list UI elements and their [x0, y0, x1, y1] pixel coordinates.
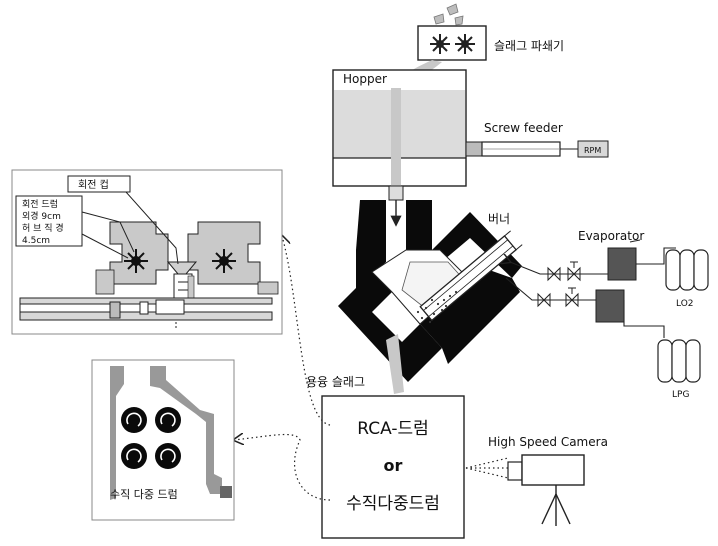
lpg-label: LPG	[672, 390, 689, 400]
slag-fragments	[433, 3, 464, 26]
crusher-wheel-icon	[430, 34, 450, 54]
drum-info-callout	[15, 195, 83, 247]
molten-slag-stream	[386, 334, 404, 394]
rotation-arrow-icon	[126, 412, 176, 463]
drive-shaft	[19, 297, 273, 330]
hopper-label: Hopper	[343, 72, 387, 86]
burner-label: 버너	[488, 212, 510, 226]
rpm-label: RPM	[584, 146, 601, 155]
flame-spray	[416, 290, 458, 324]
hopper: Hopper	[332, 69, 467, 187]
dotted-connectors	[234, 236, 509, 501]
rpm-box	[577, 140, 609, 158]
slag-crusher: 슬래그 파쇄기	[417, 3, 564, 61]
rotating-cup-label: 회전 컵	[78, 178, 109, 191]
crusher-wheel-icon	[455, 34, 475, 54]
high-speed-camera: High Speed Camera	[488, 435, 608, 526]
drum-info-line: 허 브 직 경	[22, 222, 64, 234]
tripod-icon	[541, 493, 571, 526]
slag-crusher-label: 슬래그 파쇄기	[494, 39, 564, 53]
or-label: or	[384, 456, 403, 475]
burner: 버너	[416, 212, 523, 324]
valve-icon	[537, 261, 581, 308]
rotating-drum-icon	[212, 249, 236, 273]
camera-label: High Speed Camera	[488, 435, 608, 449]
screw-feeder-label: Screw feeder	[484, 121, 563, 135]
gas-lines	[506, 247, 676, 338]
molten-slag-label: 용융 슬래그	[306, 375, 365, 389]
furnace	[338, 200, 522, 382]
rca-left-housing	[95, 221, 169, 295]
vertical-multi-drum-label: 수직 다중 드럼	[110, 488, 178, 501]
lo2-label: LO2	[676, 299, 694, 309]
rotating-cup	[166, 261, 198, 303]
evaporator-label: Evaporator	[578, 229, 644, 243]
drum-selection-box: RCA-드럼 or 수직다중드럼	[321, 395, 465, 539]
drum-info-line: 회전 드럼	[22, 198, 58, 210]
vertical-drum-label: 수직다중드럼	[346, 494, 440, 514]
lpg-cylinders	[657, 339, 701, 383]
evaporator: Evaporator	[578, 229, 644, 323]
drum-info-line: 외경 9cm	[22, 210, 61, 222]
rca-drum-detail-panel: 회전 컵 회전 드럼 외경 9cm 허 브 직 경 4.5cm	[11, 169, 283, 335]
lo2-cylinders	[665, 249, 709, 291]
rotating-drum-icon	[121, 407, 181, 469]
vertical-drum-detail-panel: 수직 다중 드럼	[91, 359, 235, 521]
drum-info-line: 4.5cm	[22, 236, 50, 246]
rotating-cup-callout	[67, 175, 131, 193]
rca-drum-label: RCA-드럼	[357, 419, 429, 439]
rotating-drum-icon	[124, 249, 148, 273]
screw-feeder: Screw feeder RPM	[465, 121, 609, 158]
feed-tube	[388, 185, 404, 227]
